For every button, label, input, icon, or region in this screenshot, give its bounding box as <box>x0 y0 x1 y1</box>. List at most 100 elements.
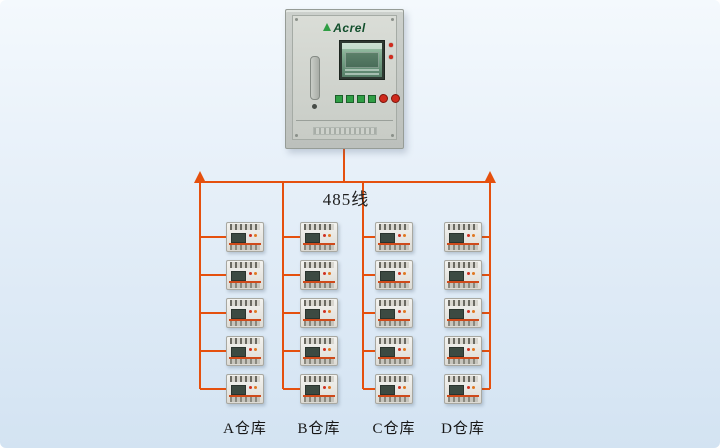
meter-led-icon <box>403 234 406 237</box>
screen-text-line <box>345 69 379 71</box>
acrel-brand-text: Acrel <box>333 21 366 35</box>
meter-led-icon <box>403 348 406 351</box>
terminal-strip <box>448 262 478 268</box>
meter-led-icon <box>254 310 257 313</box>
terminal-strip <box>230 283 260 288</box>
bus-label: 485线 <box>322 190 370 209</box>
acrel-logo-icon <box>323 23 332 31</box>
meter-led-icon <box>398 386 401 389</box>
meter-led-icon <box>328 348 331 351</box>
meter-lcd <box>380 347 395 357</box>
meter-lcd <box>380 271 395 281</box>
warehouse-label: A仓库 <box>223 421 267 437</box>
meter-led-icon <box>398 310 401 313</box>
meter-led-icon <box>403 310 406 313</box>
meter-device <box>444 374 482 404</box>
meter-led-icon <box>467 234 470 237</box>
red-button-icon <box>379 94 388 103</box>
green-button-icon <box>357 94 365 103</box>
meter-led-icon <box>472 310 475 313</box>
meter-led-icon <box>472 234 475 237</box>
meter-led-icon <box>472 272 475 275</box>
panel-seam <box>296 120 393 121</box>
meter-lcd <box>305 309 320 319</box>
meter-device <box>226 222 264 252</box>
screw-icon <box>391 134 394 137</box>
cabinet-screen-display <box>342 43 382 77</box>
screen-chart-area <box>345 52 379 68</box>
meter-stripe <box>303 395 335 397</box>
meter-lcd <box>231 347 246 357</box>
meter-lcd <box>305 233 320 243</box>
warehouse-label: B仓库 <box>297 421 341 437</box>
red-button-icon <box>391 94 400 103</box>
terminal-strip <box>304 224 334 230</box>
meter-device <box>375 260 413 290</box>
meter-led-icon <box>398 234 401 237</box>
terminal-strip <box>230 262 260 268</box>
meter-device <box>226 336 264 366</box>
device-column-3 <box>375 222 413 404</box>
meter-stripe <box>303 281 335 283</box>
meter-stripe <box>303 319 335 321</box>
meter-stripe <box>447 319 479 321</box>
meter-stripe <box>378 281 410 283</box>
meter-led-icon <box>254 386 257 389</box>
terminal-strip <box>304 376 334 382</box>
screw-icon <box>391 18 394 21</box>
terminal-strip <box>304 338 334 344</box>
terminal-strip <box>304 359 334 364</box>
meter-lcd <box>380 233 395 243</box>
device-column-4 <box>444 222 482 404</box>
terminal-strip <box>379 321 409 326</box>
meter-led-icon <box>467 348 470 351</box>
cabinet-buttons <box>335 94 400 103</box>
cabinet-lock-icon <box>312 104 317 109</box>
meter-stripe <box>378 243 410 245</box>
terminal-strip <box>230 321 260 326</box>
terminal-strip <box>379 262 409 268</box>
terminal-strip <box>448 359 478 364</box>
terminal-strip <box>448 245 478 250</box>
meter-lcd <box>380 309 395 319</box>
meter-led-icon <box>249 310 252 313</box>
meter-device <box>375 374 413 404</box>
meter-lcd <box>231 309 246 319</box>
meter-device <box>226 298 264 328</box>
meter-stripe <box>447 281 479 283</box>
meter-led-icon <box>328 386 331 389</box>
meter-stripe <box>303 243 335 245</box>
terminal-strip <box>304 245 334 250</box>
terminal-strip <box>379 376 409 382</box>
terminal-strip <box>448 338 478 344</box>
terminal-strip <box>304 300 334 306</box>
meter-stripe <box>229 319 261 321</box>
meter-stripe <box>378 395 410 397</box>
meter-lcd <box>449 385 464 395</box>
meter-stripe <box>229 357 261 359</box>
meter-led-icon <box>254 348 257 351</box>
screen-header-band <box>342 43 382 49</box>
terminal-strip <box>379 283 409 288</box>
terminal-strip <box>448 300 478 306</box>
meter-led-icon <box>467 272 470 275</box>
meter-stripe <box>229 395 261 397</box>
meter-device <box>226 260 264 290</box>
meter-led-icon <box>467 386 470 389</box>
terminal-strip <box>304 397 334 402</box>
terminal-strip <box>230 245 260 250</box>
green-button-icon <box>346 94 354 103</box>
meter-led-icon <box>467 310 470 313</box>
terminal-strip <box>230 338 260 344</box>
meter-led-icon <box>472 386 475 389</box>
warehouse-label: C仓库 <box>372 421 416 437</box>
meter-lcd <box>231 271 246 281</box>
terminal-strip <box>230 376 260 382</box>
meter-led-icon <box>323 272 326 275</box>
meter-led-icon <box>323 386 326 389</box>
meter-led-icon <box>249 272 252 275</box>
terminal-strip <box>230 397 260 402</box>
meter-device <box>375 336 413 366</box>
